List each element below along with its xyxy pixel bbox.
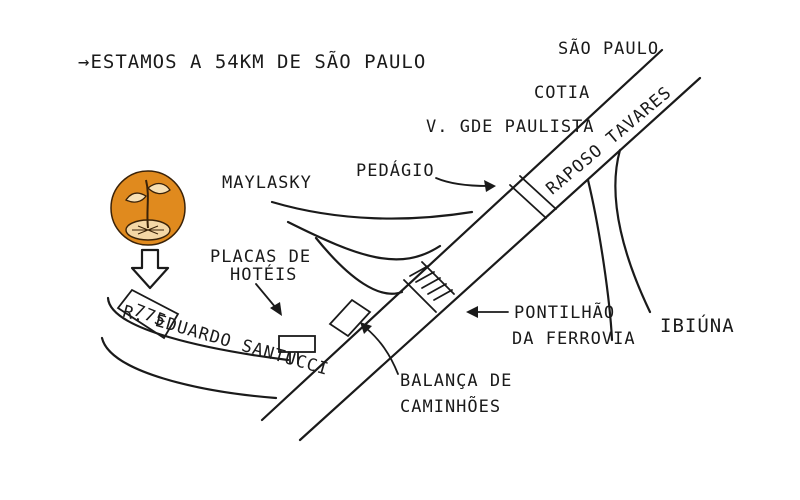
arrow-bridge: [466, 306, 509, 318]
orange-circle-sprout-logo: [110, 170, 186, 246]
maylasky-road-middle: [286, 220, 442, 261]
street-name: R. EDUARDO SANTUCCI: [120, 302, 331, 380]
label-hotel-signs-2: HOTÉIS: [230, 263, 297, 285]
arrow-hotel-signs: [255, 283, 282, 316]
ibiuna-road-left: [586, 178, 614, 342]
label-ibiuna: IBIÚNA: [660, 313, 735, 337]
label-pedagio: PEDÁGIO: [356, 159, 435, 181]
ibiuna-road-right: [614, 148, 652, 314]
raposo-tavares-left-edge: [260, 48, 664, 422]
label-scale-2: CAMINHÕES: [400, 395, 501, 417]
arrow-pedagio: [435, 177, 496, 192]
raposo-tavares-right-edge: [298, 76, 702, 442]
truck-scale-box: [328, 298, 372, 338]
label-hotel-signs-1: PLACAS DE: [210, 247, 311, 267]
street-edge-upper: [106, 296, 290, 362]
label-sao-paulo: SÃO PAULO: [558, 37, 659, 59]
hotel-sign: [278, 335, 316, 364]
toll-plaza-mark: [509, 175, 557, 219]
arrow-scale: [360, 322, 399, 375]
label-bridge-1: PONTILHÃO: [514, 301, 615, 323]
distance-note: →ESTAMOS A 54KM DE SÃO PAULO: [78, 50, 426, 73]
label-bridge-2: DA FERROVIA: [512, 329, 636, 349]
label-scale-1: BALANÇA DE: [400, 371, 512, 391]
label-vargem-grande: V. GDE PAULISTA: [426, 117, 595, 137]
railway-bridge-mark: [403, 261, 455, 313]
maylasky-road-lower: [314, 236, 404, 295]
street-edge-lower: [100, 336, 278, 400]
label-cotia: COTIA: [534, 83, 590, 103]
down-arrow-icon: [130, 248, 170, 290]
label-maylasky: MAYLASKY: [222, 173, 312, 193]
maylasky-road-upper: [270, 200, 474, 220]
